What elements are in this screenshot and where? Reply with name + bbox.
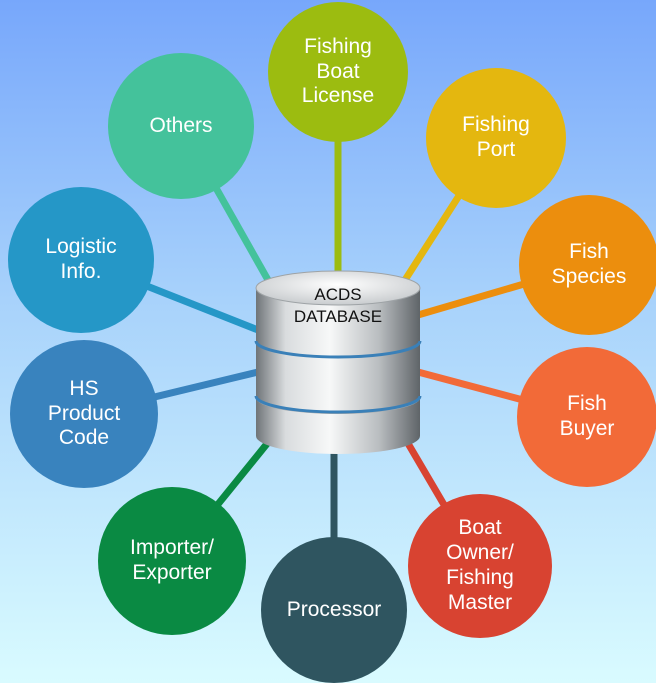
fish-species-label: Fish Species xyxy=(551,240,627,288)
boat-owner-fishing-master-label: Boat Owner/ Fishing Master xyxy=(446,516,514,614)
processor-label: Processor xyxy=(286,597,382,621)
fish-buyer-node: Fish Buyer xyxy=(517,347,656,487)
fishing-boat-license-node: Fishing Boat License xyxy=(268,2,408,142)
fishing-boat-license-label: Fishing Boat License xyxy=(301,34,375,108)
others-label: Others xyxy=(149,113,213,137)
logistic-info-node: Logistic Info. xyxy=(8,187,154,333)
boat-owner-fishing-master-node: Boat Owner/ Fishing Master xyxy=(408,494,552,638)
database-label-line1: ACDS xyxy=(314,285,362,304)
importer-exporter-node: Importer/ Exporter xyxy=(98,487,246,635)
importer-exporter-label: Importer/ Exporter xyxy=(129,536,215,584)
fish-buyer-label: Fish Buyer xyxy=(559,392,615,440)
hs-product-code-node: HS Product Code xyxy=(10,340,158,488)
logistic-info-label: Logistic Info. xyxy=(45,235,117,283)
hs-product-code-label: HS Product Code xyxy=(47,376,121,450)
database-label-line2: DATABASE xyxy=(293,307,383,326)
fishing-port-label: Fishing Port xyxy=(462,113,530,161)
processor-node: Processor xyxy=(261,537,407,683)
fish-species-node: Fish Species xyxy=(519,195,656,335)
fishing-port-node: Fishing Port xyxy=(426,68,566,208)
others-node: Others xyxy=(108,53,254,199)
